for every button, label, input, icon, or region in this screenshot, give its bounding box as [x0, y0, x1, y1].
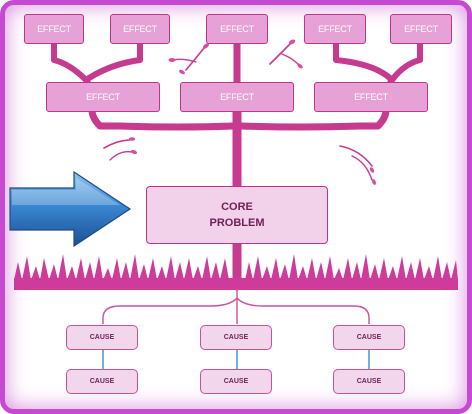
tree-branches [51, 36, 423, 291]
cause-connectors [102, 350, 370, 369]
cause-box: CAUSE [200, 325, 272, 350]
core-problem-title: CORE [221, 201, 253, 213]
grass [14, 254, 458, 290]
core-problem-subtitle: PROBLEM [209, 217, 265, 229]
cause-box: CAUSE [333, 369, 405, 394]
effect-box: EFFECT [180, 82, 294, 112]
roots [102, 288, 370, 324]
effect-box: EFFECT [24, 14, 84, 44]
cause-box: CAUSE [200, 369, 272, 394]
cause-box: CAUSE [66, 369, 138, 394]
cause-box: CAUSE [66, 325, 138, 350]
effect-box: EFFECT [110, 14, 170, 44]
effect-box: EFFECT [390, 14, 452, 44]
core-problem-box: CORE PROBLEM [146, 186, 328, 244]
effect-box: EFFECT [46, 82, 160, 112]
effect-box: EFFECT [304, 14, 366, 44]
effect-box: EFFECT [314, 82, 428, 112]
arrow-icon [9, 170, 132, 248]
effect-box: EFFECT [206, 14, 268, 44]
cause-box: CAUSE [333, 325, 405, 350]
tree-leaves [128, 39, 376, 185]
